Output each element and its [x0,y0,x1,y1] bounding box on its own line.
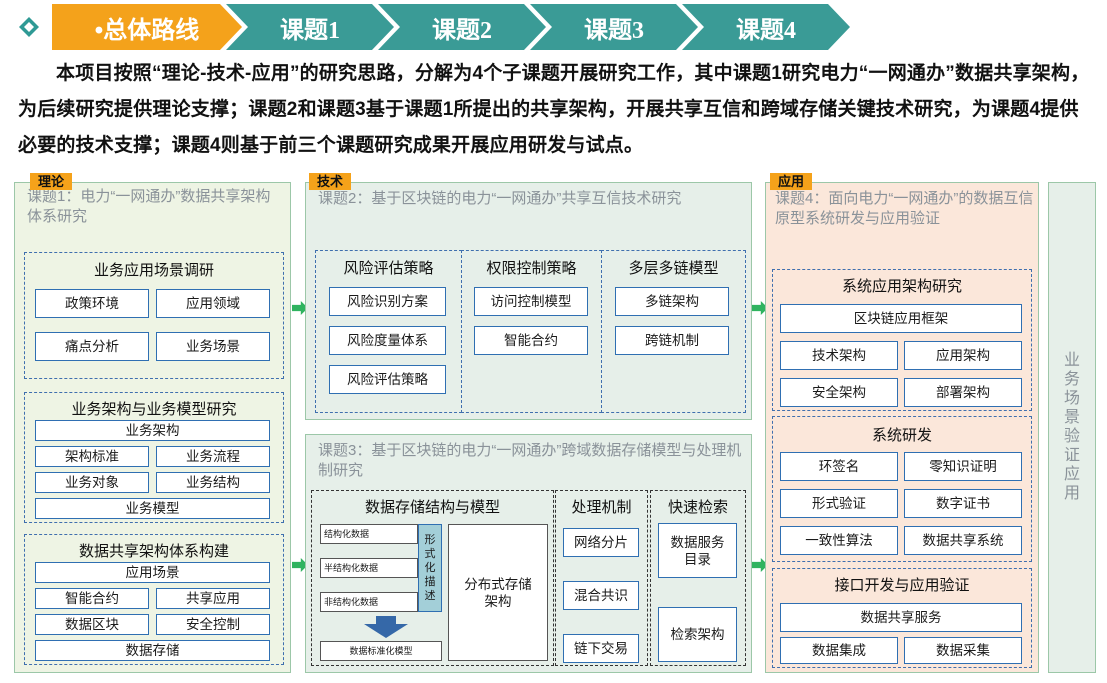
box-risk-identification: 风险识别方案 [329,287,446,316]
box-smart-contract: 智能合约 [35,588,149,609]
intro-paragraph: 本项目按照“理论-技术-应用”的研究思路，分解为4个子课题开展研究工作，其中课题… [18,63,1090,156]
topic2-title: 课题2：基于区块链的电力“一网通办”共享互信技术研究 [318,190,682,207]
nav-overall-route[interactable]: •总体路线 [52,4,242,50]
app-panel: 课题4：面向电力“一网通办”的数据互信原型系统研发与应用验证 系统应用架构研究 … [765,182,1039,673]
topic3-title: 课题3：基于区块链的电力“一网通办”跨域数据存储模型与处理机制研究 [318,442,742,479]
box-pain-points: 痛点分析 [35,332,149,361]
box-business-object: 业务对象 [35,472,149,493]
box-multi-chain-arch: 多链架构 [615,287,729,316]
group-interface-dev: 接口开发与应用验证 数据共享服务 数据集成 数据采集 [772,568,1032,668]
nav-topic-2[interactable]: 课题2 [378,4,546,50]
topic2-panel: 课题2：基于区块链的电力“一网通办”共享互信技术研究 风险评估策略 风险识别方案… [305,182,752,420]
group-title: 接口开发与应用验证 [834,577,970,594]
box-offchain-trade: 链下交易 [563,634,639,663]
box-smart-contract-2: 智能合约 [474,326,588,355]
box-data-service-catalog: 数据服务目录 [658,523,737,578]
theory-title: 课题1：电力“一网通办”数据共享架构体系研究 [27,188,271,225]
box-unstructured-data: 非结构化数据 [320,592,418,612]
app-title: 课题4：面向电力“一网通办”的数据互信原型系统研发与应用验证 [775,190,1034,227]
topic3-panel: 课题3：基于区块链的电力“一网通办”跨域数据存储模型与处理机制研究 数据存储结构… [305,434,752,673]
nav-topic-4[interactable]: 课题4 [682,4,850,50]
box-data-integration: 数据集成 [780,637,898,664]
box-security-arch: 安全架构 [780,378,898,407]
group-processing: 处理机制 网络分片 混合共识 链下交易 [555,490,648,666]
group-title: 处理机制 [571,499,632,516]
group-title: 系统应用架构研究 [841,278,962,295]
box-business-model: 业务模型 [35,498,270,519]
group-scenario-survey: 业务应用场景调研 政策环境 应用领域 痛点分析 业务场景 [24,252,284,379]
box-risk-strategy: 风险评估策略 [329,365,446,394]
box-hybrid-consensus: 混合共识 [563,581,639,610]
group-title: 数据存储结构与模型 [364,499,500,516]
diamond-icon [18,16,40,38]
box-app-arch: 应用架构 [904,341,1022,370]
group-title: 风险评估策略 [343,260,434,277]
box-consensus-algo: 一致性算法 [780,526,898,555]
box-formal-verification: 形式验证 [780,489,898,518]
tag-app: 应用 [770,173,813,190]
box-application-field: 应用领域 [156,289,270,318]
theory-panel: 课题1：电力“一网通办”数据共享架构体系研究 业务应用场景调研 政策环境 应用领… [14,182,291,673]
box-business-scenario: 业务场景 [156,332,270,361]
box-semi-structured-data: 半结构化数据 [320,558,418,578]
group-storage-model: 数据存储结构与模型 结构化数据 半结构化数据 非结构化数据 形式化描述 数据标准… [311,490,554,666]
box-data-share-service: 数据共享服务 [780,603,1022,632]
group-title: 多层多链模型 [628,260,719,277]
box-ring-signature: 环签名 [780,452,898,481]
box-arch-standard: 架构标准 [35,446,149,467]
box-business-arch: 业务架构 [35,420,270,441]
group-risk-assessment: 风险评估策略 风险识别方案 风险度量体系 风险评估策略 [315,250,462,413]
box-tech-arch: 技术架构 [780,341,898,370]
group-title: 业务应用场景调研 [93,262,214,279]
box-search-arch: 检索架构 [658,607,737,662]
side-validation-panel: 业务场景验证应用 [1048,182,1096,673]
box-business-structure: 业务结构 [156,472,270,493]
box-cross-chain: 跨链机制 [615,326,729,355]
box-security-control: 安全控制 [156,614,270,635]
box-shared-app: 共享应用 [156,588,270,609]
box-policy: 政策环境 [35,289,149,318]
box-formal-description: 形式化描述 [418,524,442,612]
group-system-arch: 系统应用架构研究 区块链应用框架 技术架构 应用架构 安全架构 部署架构 [772,269,1032,411]
group-title: 快速检索 [667,499,728,516]
box-deploy-arch: 部署架构 [904,378,1022,407]
box-app-scenario: 应用场景 [35,562,270,583]
tag-theory: 理论 [30,173,73,190]
group-multi-chain: 多层多链模型 多链架构 跨链机制 [601,250,746,413]
box-data-storage: 数据存储 [35,640,270,661]
group-permission-control: 权限控制策略 访问控制模型 智能合约 [461,250,602,413]
box-data-share-system: 数据共享系统 [904,526,1022,555]
group-system-dev: 系统研发 环签名 零知识证明 形式验证 数字证书 一致性算法 数据共享系统 [772,416,1032,562]
group-fast-search: 快速检索 数据服务目录 检索架构 [650,490,746,666]
box-risk-measurement: 风险度量体系 [329,326,446,355]
box-distributed-storage: 分布式存储架构 [448,524,548,661]
box-network-sharding: 网络分片 [563,528,639,557]
nav-topic-3[interactable]: 课题3 [530,4,698,50]
box-data-block: 数据区块 [35,614,149,635]
tag-tech: 技术 [309,173,352,190]
box-data-collection: 数据采集 [904,637,1022,664]
group-business-arch: 业务架构与业务模型研究 业务架构 架构标准 业务流程 业务对象 业务结构 业务模… [24,392,284,523]
group-sharing-arch: 数据共享架构体系构建 应用场景 智能合约 共享应用 数据区块 安全控制 数据存储 [24,534,284,665]
box-structured-data: 结构化数据 [320,524,418,544]
box-business-process: 业务流程 [156,446,270,467]
box-digital-cert: 数字证书 [904,489,1022,518]
group-title: 业务架构与业务模型研究 [71,401,237,418]
box-data-std-model: 数据标准化模型 [320,641,442,661]
box-access-control-model: 访问控制模型 [474,287,588,316]
box-blockchain-framework: 区块链应用框架 [780,304,1022,333]
group-title: 数据共享架构体系构建 [78,543,229,560]
group-title: 权限控制策略 [486,260,577,277]
nav-topic-1[interactable]: 课题1 [226,4,394,50]
group-title: 系统研发 [871,427,932,444]
down-arrow-icon [364,616,408,638]
side-validation-label: 业务场景验证应用 [1063,352,1080,502]
box-zero-knowledge: 零知识证明 [904,452,1022,481]
